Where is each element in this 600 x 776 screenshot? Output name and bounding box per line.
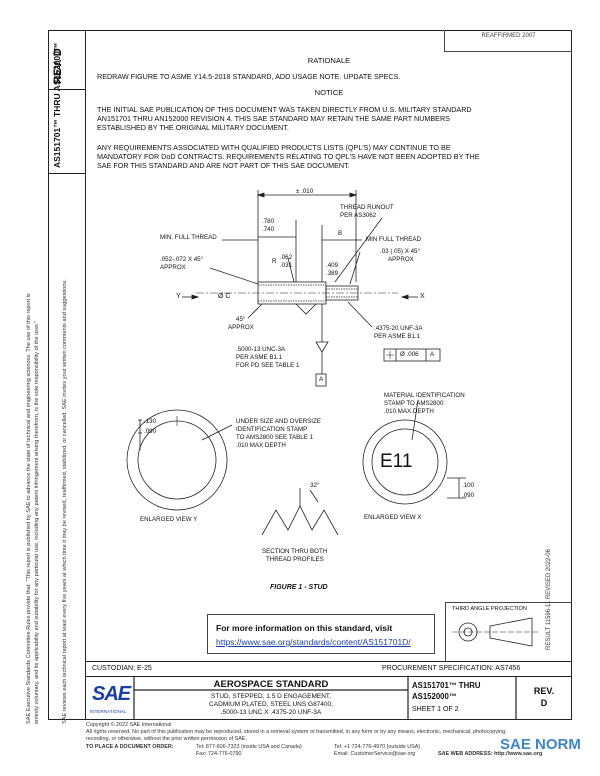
dim-overall: ± .010 xyxy=(296,188,314,195)
dim-780: .780 xyxy=(262,218,275,225)
chamfer-left: .052-.072 X 45° xyxy=(160,256,204,263)
notice-p1-l3: ESTABLISHED BY THE ORIGINAL MILITARY DOC… xyxy=(97,123,289,132)
revised-box: REAFFIRMED 2007 xyxy=(444,30,572,52)
dim-130: .130 xyxy=(144,418,157,425)
thread-left-std: PER ASME B1.1 xyxy=(236,354,283,361)
notice-p1-l1: THE INITIAL SAE PUBLICATION OF THIS DOCU… xyxy=(97,105,472,114)
info-box: For more information on this standard, v… xyxy=(207,614,435,654)
doc-number-box: AS151701™ THRU AS152000™ xyxy=(48,43,86,174)
thread-left: .5000-13 UNC-3A xyxy=(236,346,286,353)
std-desc-2: CADMIUM PLATED, STEEL UNS G87400, xyxy=(209,701,333,708)
thread-left-table: FOR PD SEE TABLE 1 xyxy=(236,362,300,369)
section-profile xyxy=(295,303,317,315)
angle-32: 32° xyxy=(310,482,320,489)
thread-right: .4375-20 UNF-3A xyxy=(374,325,423,332)
std-desc-1: STUD, STEPPED, 1.5 D ENGAGEMENT, xyxy=(211,693,331,700)
sae-logo-sub: INTERNATIONAL xyxy=(90,709,127,714)
rev-box: REV. D xyxy=(48,30,86,90)
datum-a: A xyxy=(319,376,324,383)
dia-c: Ø C xyxy=(218,293,231,300)
dim-090b: .090 xyxy=(462,492,475,499)
third-angle-label: THIRD ANGLE PROJECTION xyxy=(452,606,527,612)
std-title: AEROSPACE STANDARD xyxy=(213,679,329,690)
custodian-row: CUSTODIAN: E-25 PROCUREMENT SPECIFICATIO… xyxy=(86,661,572,676)
order-heading: TO PLACE A DOCUMENT ORDER: xyxy=(86,744,174,750)
undersize-note-1: UNDER SIZE AND OVERSIZE xyxy=(236,418,321,425)
web-address[interactable]: SAE WEB ADDRESS: http://www.sae.org xyxy=(438,751,543,757)
email[interactable]: Email: CustomerService@sae.org xyxy=(334,751,416,757)
std-desc-3: .5000-13 UNC X .4375-20 UNF-3A xyxy=(220,709,322,716)
dim-409: .409 xyxy=(326,262,339,269)
notice-p1-l2: AN151701 THRU AN152000 REVISION 4. THIS … xyxy=(97,114,450,123)
dim-100: .100 xyxy=(462,482,475,489)
dim-740: .740 xyxy=(262,226,275,233)
notice-title: NOTICE xyxy=(314,88,344,97)
thread-profile-section xyxy=(261,505,339,536)
radius-062: .062 xyxy=(280,254,293,261)
rev-title: REV. xyxy=(533,686,555,696)
procurement-spec: PROCUREMENT SPECIFICATION: AS7456 xyxy=(382,665,521,672)
section-note-2: THREAD PROFILES xyxy=(266,556,324,563)
angle-45: 45° xyxy=(236,316,246,323)
sae-logo: SAE xyxy=(92,683,131,705)
doc-number-2: AS152000™ xyxy=(412,692,457,701)
fcf-datum: A xyxy=(430,351,435,358)
figure-caption: FIGURE 1 - STUD xyxy=(270,584,328,591)
min-full-thread-right: MIN FULL THREAD xyxy=(366,236,422,243)
material-note-3: .010 MAX DEPTH xyxy=(384,408,434,415)
rationale-title: RATIONALE xyxy=(307,56,351,65)
copyright: Copyright © 2022 SAE International xyxy=(86,722,172,728)
tel-intl: Tel: +1 724-776-4970 (outside USA) xyxy=(334,744,421,750)
chamfer-right: .03 (.05) X 45° xyxy=(380,248,420,255)
rights-2: recording, or otherwise, without the pri… xyxy=(86,736,247,742)
page-frame xyxy=(48,30,572,720)
view-x-outer-circle xyxy=(362,419,448,505)
undersize-note-2: IDENTIFICATION STAMP xyxy=(236,426,308,433)
view-y-label: Y xyxy=(176,293,181,300)
radius-031: .031 xyxy=(280,262,293,269)
radius-r: R xyxy=(272,258,277,265)
left-column xyxy=(48,30,86,720)
chamfer-left-approx: APPROX xyxy=(160,264,186,271)
material-note-2: STAMP TO AMS2800 xyxy=(384,400,444,407)
notice-p2-l2: MANDATORY FOR DoD CONTRACTS. REQUIREMENT… xyxy=(97,152,480,161)
title-block: SAE INTERNATIONAL AEROSPACE STANDARD STU… xyxy=(86,676,572,720)
doc-number-1: AS151701™ THRU xyxy=(412,681,481,690)
info-title: For more information on this standard, v… xyxy=(216,623,393,633)
stamp-e11: E11 xyxy=(380,451,413,472)
sheet-number: SHEET 1 OF 2 xyxy=(412,706,459,713)
dim-389: .389 xyxy=(326,270,339,277)
notice-p2-l3: SAE FOR THIS STANDARD AND ARE NOT PART O… xyxy=(97,161,350,170)
chamfer-right-approx: APPROX xyxy=(388,256,414,263)
view-x-caption: ENLARGED VIEW X xyxy=(364,514,422,521)
dim-090: .090 xyxy=(144,428,157,435)
fcf-tolerance: Ø .006 xyxy=(400,351,419,358)
undersize-note-4: .010 MAX DEPTH xyxy=(236,442,286,449)
material-note-1: MATERIAL IDENTIFICATION xyxy=(384,392,465,399)
thread-runout: THREAD RUNOUT xyxy=(340,204,394,211)
rev-letter: D xyxy=(540,698,548,708)
view-x-label: X xyxy=(420,293,425,300)
per-as3062: PER AS3062 xyxy=(340,212,377,219)
watermark: SAE NORM xyxy=(500,736,581,753)
thread-right-std: PER ASME B1.1 xyxy=(374,333,421,340)
third-angle-box: THIRD ANGLE PROJECTION xyxy=(445,602,572,661)
undersize-note-3: TO AMS2800 SEE TABLE 1 xyxy=(236,434,314,441)
notice-p2-l1: ANY REQUIREMENTS ASSOCIATED WITH QUALIFI… xyxy=(97,143,451,152)
rights-1: All rights reserved. No part of this pub… xyxy=(86,729,507,735)
view-x-inner-circle xyxy=(371,428,439,496)
angle-approx: APPROX xyxy=(228,324,254,331)
view-y-caption: ENLARGED VIEW Y xyxy=(140,516,198,523)
tel-domestic: Tel: 877-606-7323 (inside USA and Canada… xyxy=(196,744,302,750)
custodian: CUSTODIAN: E-25 xyxy=(92,665,152,672)
info-link[interactable]: https://www.sae.org/standards/content/AS… xyxy=(216,637,411,647)
fax: Fax: 724-776-0790 xyxy=(196,751,242,757)
view-y-outer-circle xyxy=(126,409,228,511)
rationale-body: REDRAW FIGURE TO ASME Y14.5-2018 STANDAR… xyxy=(97,72,401,81)
section-note-1: SECTION THRU BOTH xyxy=(262,548,328,555)
min-full-thread-left: MIN. FULL THREAD xyxy=(160,234,217,241)
dim-b: B xyxy=(338,230,343,237)
